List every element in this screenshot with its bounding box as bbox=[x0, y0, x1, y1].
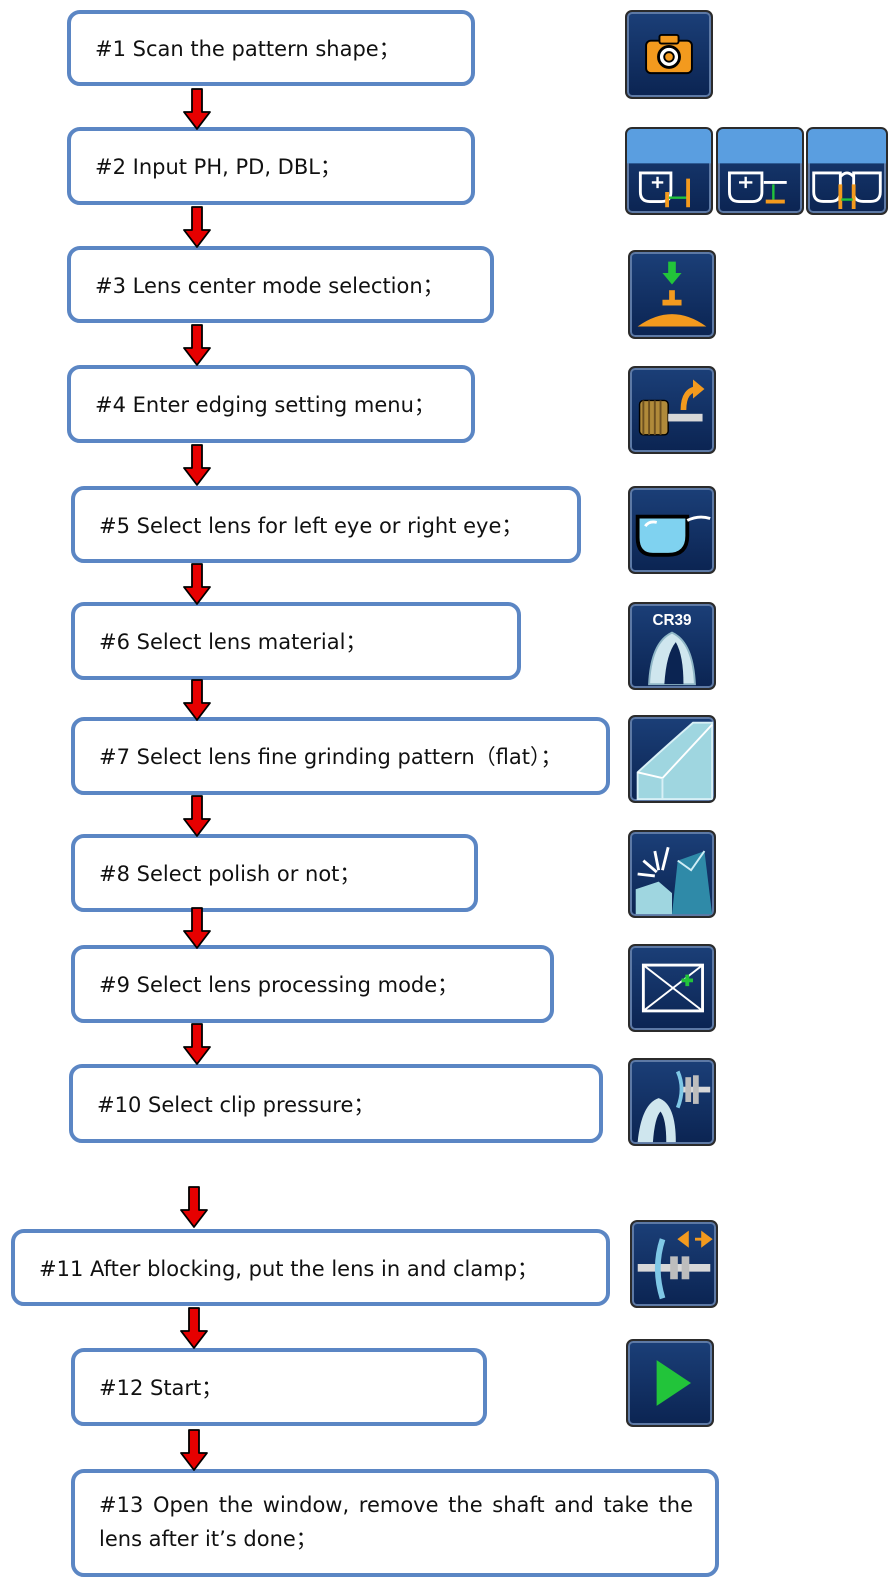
down-arrow-icon bbox=[183, 206, 211, 248]
polish-icon[interactable] bbox=[628, 830, 716, 918]
down-arrow-icon bbox=[183, 1023, 211, 1065]
flat-grinding-icon[interactable] bbox=[628, 715, 716, 803]
processing-mode-icon[interactable] bbox=[628, 944, 716, 1032]
dbl-icon[interactable] bbox=[806, 127, 888, 215]
down-arrow-icon bbox=[180, 1307, 208, 1349]
down-arrow-icon bbox=[183, 88, 211, 130]
lens-center-icon[interactable] bbox=[628, 250, 716, 339]
step-label: #1 Scan the pattern shape； bbox=[95, 37, 400, 61]
down-arrow-icon bbox=[183, 907, 211, 949]
clamp-lens-icon[interactable] bbox=[630, 1220, 718, 1308]
step-box-7: #7 Select lens fine grinding pattern（fla… bbox=[71, 717, 610, 795]
clip-pressure-icon[interactable] bbox=[628, 1058, 716, 1146]
step-box-2: #2 Input PH, PD, DBL； bbox=[67, 127, 475, 205]
ph-icon[interactable] bbox=[625, 127, 713, 215]
down-arrow-icon bbox=[183, 444, 211, 486]
step-box-5: #5 Select lens for left eye or right eye… bbox=[71, 486, 581, 563]
step-label: #3 Lens center mode selection； bbox=[95, 273, 444, 298]
step-label: #6 Select lens material； bbox=[99, 630, 367, 654]
down-arrow-icon bbox=[183, 679, 211, 721]
step-box-8: #8 Select polish or not； bbox=[71, 834, 478, 912]
pd-icon[interactable] bbox=[716, 127, 804, 215]
step-box-3: #3 Lens center mode selection； bbox=[67, 246, 494, 323]
step-label: #4 Enter edging setting menu； bbox=[95, 393, 435, 417]
step-box-13: #13 Open the window, remove the shaft an… bbox=[71, 1469, 719, 1577]
step-label: #9 Select lens processing mode； bbox=[99, 973, 459, 997]
edging-setting-icon[interactable] bbox=[628, 366, 716, 454]
step-label: #2 Input PH, PD, DBL； bbox=[95, 155, 341, 179]
lens-material-icon[interactable]: CR39 bbox=[628, 602, 716, 690]
step-label: #13 Open the window, remove the shaft an… bbox=[99, 1493, 693, 1551]
step-box-11: #11 After blocking, put the lens in and … bbox=[11, 1229, 610, 1306]
step-box-12: #12 Start； bbox=[71, 1348, 487, 1426]
step-label: #5 Select lens for left eye or right eye… bbox=[99, 513, 523, 538]
step-label: #7 Select lens fine grinding pattern（fla… bbox=[99, 745, 562, 769]
step-label: #11 After blocking, put the lens in and … bbox=[39, 1256, 539, 1281]
start-play-icon[interactable] bbox=[626, 1339, 714, 1427]
down-arrow-icon bbox=[180, 1429, 208, 1471]
down-arrow-icon bbox=[180, 1186, 208, 1228]
step-box-6: #6 Select lens material； bbox=[71, 602, 521, 680]
down-arrow-icon bbox=[183, 795, 211, 837]
eye-glasses-icon[interactable] bbox=[628, 486, 716, 574]
step-box-9: #9 Select lens processing mode； bbox=[71, 945, 554, 1023]
step-box-1: #1 Scan the pattern shape； bbox=[67, 10, 475, 86]
down-arrow-icon bbox=[183, 563, 211, 605]
down-arrow-icon bbox=[183, 324, 211, 366]
step-label: #10 Select clip pressure； bbox=[97, 1092, 375, 1117]
step-box-10: #10 Select clip pressure； bbox=[69, 1064, 603, 1143]
cr39-text: CR39 bbox=[652, 612, 691, 629]
step-label: #8 Select polish or not； bbox=[99, 862, 361, 886]
step-label: #12 Start； bbox=[99, 1376, 223, 1400]
camera-icon[interactable] bbox=[625, 10, 713, 99]
step-box-4: #4 Enter edging setting menu； bbox=[67, 365, 475, 443]
